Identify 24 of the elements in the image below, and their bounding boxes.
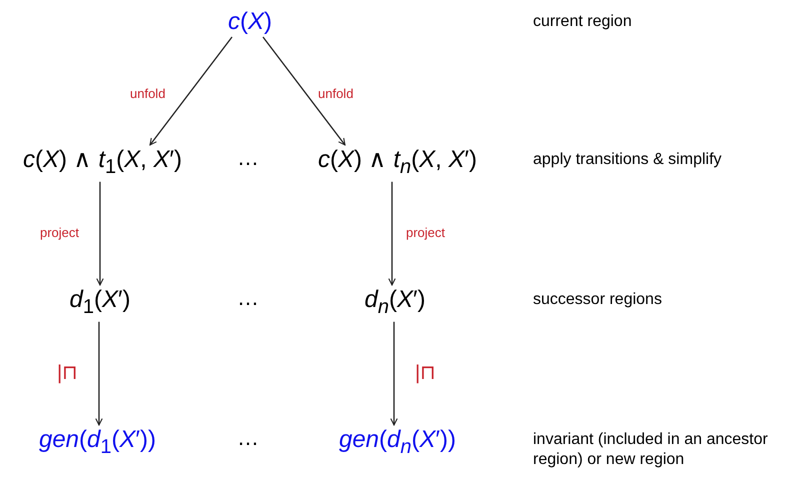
row-description: invariant (included in an ancestor region) or new region [533,430,769,470]
ellipsis: … [236,288,260,308]
ellipsis: … [236,148,260,168]
formula-text: gen(d$_{n}$(X′)) [338,425,456,460]
formula-text: gen(d$_{1}$(X′)) [38,425,156,460]
row-description: current region [533,12,633,32]
arrow [149,36,233,146]
edge-label: project [406,225,446,241]
row-description: apply transitions & simplify [533,150,723,170]
arrow [96,182,104,286]
arrow [95,322,103,426]
edge-label: |⊓ [57,362,78,384]
edge-label: project [40,225,80,241]
formula-text: d$_{n}$(X′) [364,285,426,320]
row-description: successor regions [533,290,663,310]
formula-text: c(X) ∧ t$_{n}$(X, X′) [318,145,477,180]
arrow [390,322,398,426]
edge-label: |⊓ [415,362,436,384]
arrow [262,36,346,146]
arrow [388,182,396,286]
formula-text: c(X) [228,7,272,37]
formula-text: c(X) ∧ t$_{1}$(X, X′) [22,145,182,180]
ellipsis: … [236,428,260,448]
formula-text: d$_{1}$(X′) [70,285,130,320]
